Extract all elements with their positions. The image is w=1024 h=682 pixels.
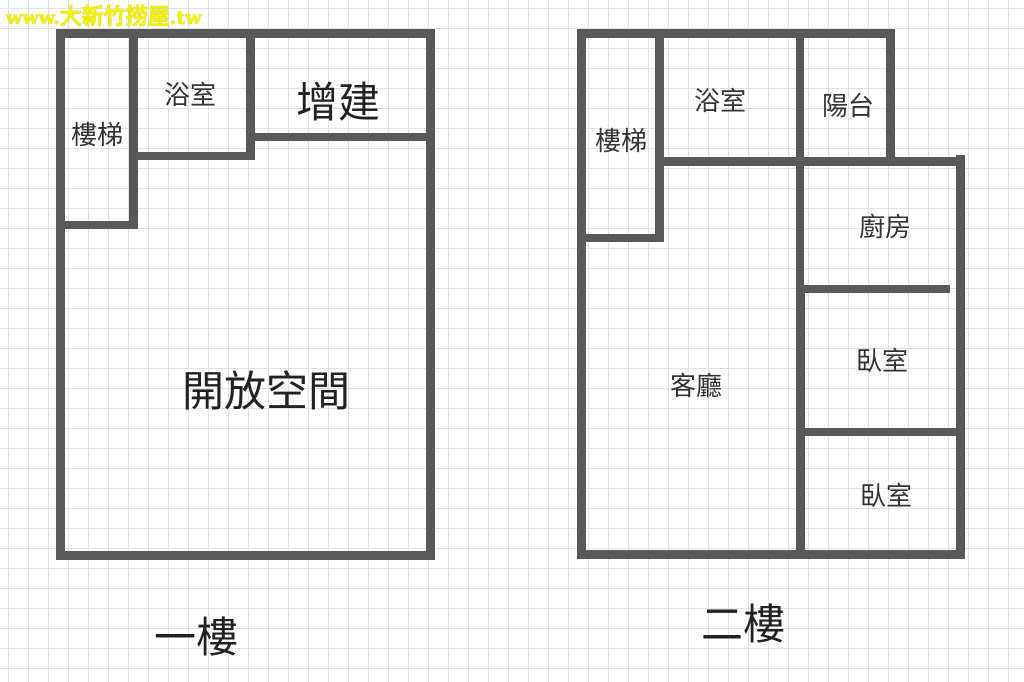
- floor2-kitchen-wall-bottom: [796, 285, 950, 293]
- floor2-kitchen-label: 廚房: [858, 213, 912, 243]
- watermark-suffix: .tw: [169, 7, 202, 29]
- floor2-living-room-label: 客廳: [669, 372, 723, 402]
- floor2-bedroom-1-label: 臥室: [855, 347, 909, 377]
- floor2-wall-right: [956, 155, 965, 559]
- floor2-stairs-label: 樓梯: [594, 127, 648, 157]
- floor1-bathroom-label: 浴室: [163, 81, 217, 111]
- floor2-bathroom-label: 浴室: [693, 87, 747, 117]
- watermark-main: 大新竹捞屋: [59, 4, 170, 30]
- floor1-bath-wall-right: [246, 29, 255, 160]
- floor2-bath-wall-bottom: [655, 157, 965, 166]
- floor2-balcony-wall-right: [886, 29, 895, 166]
- floor2-balcony-label: 陽台: [821, 92, 875, 122]
- floor2-divider-lower: [796, 285, 805, 559]
- floor1-stairs-wall-right: [129, 29, 138, 229]
- floor1-wall-bottom: [56, 551, 435, 560]
- floor2-stairs-wall-bottom: [577, 234, 664, 242]
- watermark: www.大新竹捞屋.tw: [6, 6, 202, 28]
- floor1-extension-wall-bottom: [255, 133, 435, 141]
- floor2-stairs-wall-right: [655, 38, 664, 242]
- floor1-stairs-wall-bottom: [56, 221, 138, 229]
- floor2-divider-upper: [796, 29, 804, 293]
- floor1-wall-top: [56, 29, 435, 38]
- floor2-title: 二樓: [700, 600, 786, 649]
- floor1-title: 一樓: [153, 613, 239, 662]
- floor1-wall-right: [426, 29, 435, 560]
- floor1-stairs-label: 樓梯: [70, 121, 124, 151]
- floor1-wall-left: [56, 29, 65, 560]
- floor1-bath-wall-bottom: [138, 152, 255, 160]
- floor2-bedroom-2-label: 臥室: [859, 482, 913, 512]
- floor2-wall-left: [577, 29, 586, 559]
- floor1-open-space-label: 開放空間: [181, 367, 351, 416]
- floor2-bedroom-wall-bottom: [796, 428, 965, 436]
- floor1-extension-label: 增建: [295, 78, 381, 127]
- watermark-prefix: www.: [6, 7, 60, 29]
- floor2-wall-bottom: [577, 550, 965, 559]
- floor2-wall-top: [577, 29, 895, 38]
